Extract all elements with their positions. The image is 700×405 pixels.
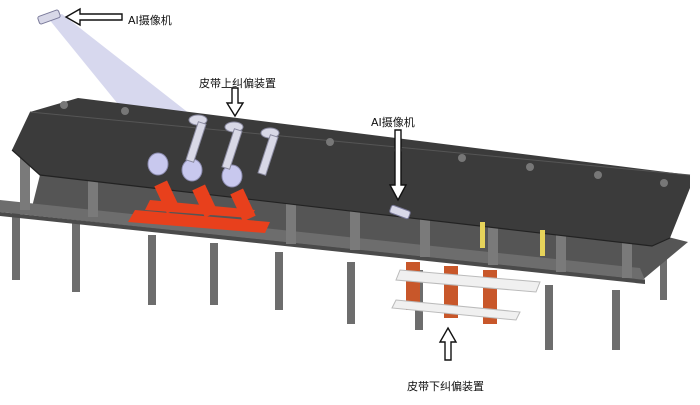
front-rail-shadow	[0, 212, 645, 284]
idler-brackets	[20, 148, 632, 278]
belt-edge	[11, 149, 671, 247]
upper-correction-device	[128, 114, 280, 233]
arrow-upper-correction	[225, 87, 245, 118]
belt-top-edge	[29, 111, 691, 176]
carrying-belt	[12, 98, 690, 246]
label-upper-correction: 皮带上纠偏装置	[199, 77, 276, 90]
label-lower-correction: 皮带下纠偏装置	[407, 380, 484, 393]
ai-camera-top-icon	[37, 9, 61, 25]
ai-camera-mid-icon	[389, 204, 411, 220]
label-ai-camera-mid: AI摄像机	[371, 116, 415, 129]
arrow-camera-top	[64, 7, 123, 27]
lower-correction-device	[391, 222, 545, 324]
arrow-lower-correction	[438, 326, 458, 361]
arrow-camera-mid	[388, 129, 408, 202]
label-ai-camera-top: AI摄像机	[128, 14, 172, 27]
